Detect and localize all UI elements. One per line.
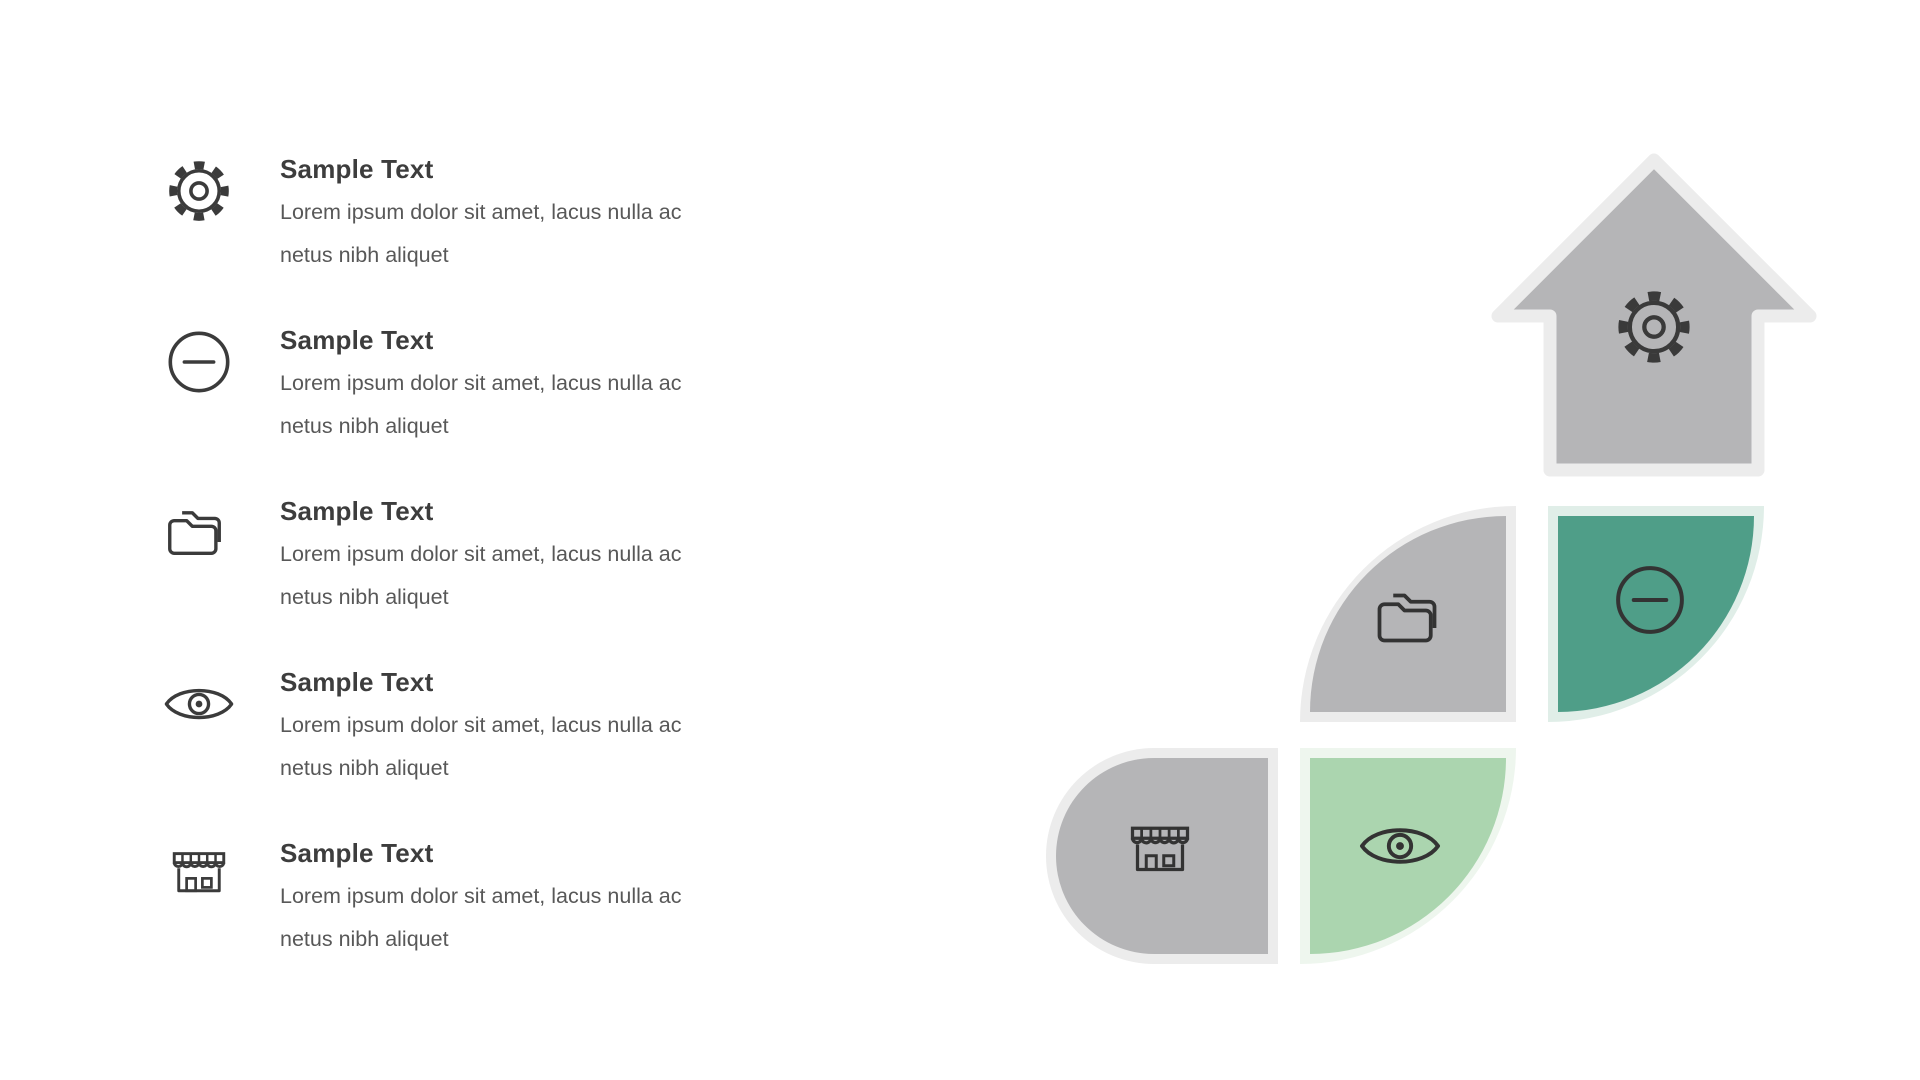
list-item: Sample Text Lorem ipsum dolor sit amet, … xyxy=(160,494,685,619)
list-item: Sample Text Lorem ipsum dolor sit amet, … xyxy=(160,323,685,448)
tile-minus-circle xyxy=(1548,506,1764,722)
list-item-text: Sample Text Lorem ipsum dolor sit amet, … xyxy=(280,665,685,790)
list-item-text: Sample Text Lorem ipsum dolor sit amet, … xyxy=(280,494,685,619)
feature-list: Sample Text Lorem ipsum dolor sit amet, … xyxy=(160,152,685,961)
item-title: Sample Text xyxy=(280,838,434,868)
tile-fill xyxy=(1558,516,1754,712)
tile-store xyxy=(1046,748,1278,964)
folder-icon xyxy=(1372,578,1452,658)
item-body: Lorem ipsum dolor sit amet, lacus nulla … xyxy=(280,884,682,951)
list-item-text: Sample Text Lorem ipsum dolor sit amet, … xyxy=(280,152,685,277)
item-title: Sample Text xyxy=(280,325,434,355)
item-title: Sample Text xyxy=(280,154,434,184)
tile-fill xyxy=(1310,516,1506,712)
list-item-text: Sample Text Lorem ipsum dolor sit amet, … xyxy=(280,323,685,448)
up-arrow-icon xyxy=(1491,153,1817,477)
item-body: Lorem ipsum dolor sit amet, lacus nulla … xyxy=(280,713,682,780)
item-title: Sample Text xyxy=(280,667,434,697)
minus-circle-icon xyxy=(1610,560,1690,640)
arrow-shape xyxy=(1488,148,1820,480)
tile-folder xyxy=(1300,506,1516,722)
store-icon xyxy=(1120,812,1200,892)
list-item-text: Sample Text Lorem ipsum dolor sit amet, … xyxy=(280,836,685,961)
item-title: Sample Text xyxy=(280,496,434,526)
list-item: Sample Text Lorem ipsum dolor sit amet, … xyxy=(160,836,685,961)
tile-fill xyxy=(1056,758,1268,954)
tile-eye xyxy=(1300,748,1516,964)
list-item: Sample Text Lorem ipsum dolor sit amet, … xyxy=(160,665,685,790)
list-item: Sample Text Lorem ipsum dolor sit amet, … xyxy=(160,152,685,277)
eye-icon xyxy=(1358,804,1442,888)
tile-fill xyxy=(1310,758,1506,954)
gear-icon xyxy=(1611,284,1697,370)
item-body: Lorem ipsum dolor sit amet, lacus nulla … xyxy=(280,542,682,609)
item-body: Lorem ipsum dolor sit amet, lacus nulla … xyxy=(280,200,682,267)
item-body: Lorem ipsum dolor sit amet, lacus nulla … xyxy=(280,371,682,438)
